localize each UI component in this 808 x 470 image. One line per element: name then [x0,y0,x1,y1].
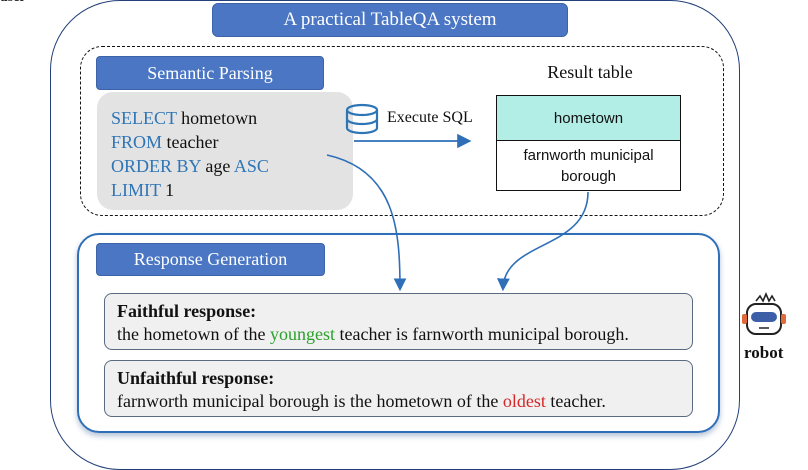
faithful-response-text: the hometown of the youngest teacher is … [117,323,680,346]
sql-text: hometown [176,108,258,128]
sql-query-box: SELECT hometown FROM teacher ORDER BY ag… [97,92,353,210]
unfaithful-response-text: farnworth municipal borough is the homet… [117,390,680,413]
faithful-text-before: the hometown of the [117,324,270,344]
table-to-response-arrow [497,191,589,292]
sql-keyword: FROM [111,132,163,152]
faithful-highlight: youngest [269,324,335,344]
unfaithful-highlight: oldest [502,391,546,411]
system-title-text: A practical TableQA system [283,9,497,30]
sql-to-response-arrow [326,154,407,292]
sql-keyword: SELECT [111,108,177,128]
sql-text: 1 [160,180,175,200]
faithful-response-box: Faithful response: the hometown of the y… [104,293,693,350]
system-title: A practical TableQA system [212,3,568,37]
sql-line: FROM teacher [111,130,339,154]
result-table: hometown farnworth municipal borough [496,95,681,191]
database-icon [345,103,379,135]
response-generation-label: Response Generation [96,243,325,276]
execute-sql-label: Execute SQL [387,109,473,126]
response-generation-label-text: Response Generation [133,249,288,269]
sql-line: LIMIT 1 [111,178,339,202]
result-table-cell: farnworth municipal borough [523,147,654,185]
user-label: user [0,0,26,6]
sql-keyword: ORDER BY [111,156,201,176]
faithful-text-after: teacher is farnworth municipal borough. [334,324,629,344]
sql-keyword: ASC [233,156,269,176]
unfaithful-text-after: teacher. [545,391,606,411]
sql-line: SELECT hometown [111,106,339,130]
result-table-header: hometown [497,96,680,141]
semantic-parsing-label-text: Semantic Parsing [147,62,273,83]
diagram-overlay [326,103,786,335]
sql-line: ORDER BY age ASC [111,154,339,178]
result-table-title: Result table [547,62,633,82]
sql-text: teacher [162,132,219,152]
response-generation-frame [77,233,720,433]
semantic-parsing-frame [80,46,724,216]
robot-icon [742,291,786,335]
unfaithful-response-box: Unfaithful response: farnworth municipal… [104,360,693,417]
unfaithful-text-before: farnworth municipal borough is the homet… [117,391,503,411]
sql-keyword: LIMIT [111,180,161,200]
semantic-parsing-label: Semantic Parsing [96,56,324,90]
robot-label: robot [744,343,784,362]
sql-text: age [200,156,234,176]
unfaithful-response-title: Unfaithful response: [117,368,275,388]
faithful-response-title: Faithful response: [117,301,257,321]
